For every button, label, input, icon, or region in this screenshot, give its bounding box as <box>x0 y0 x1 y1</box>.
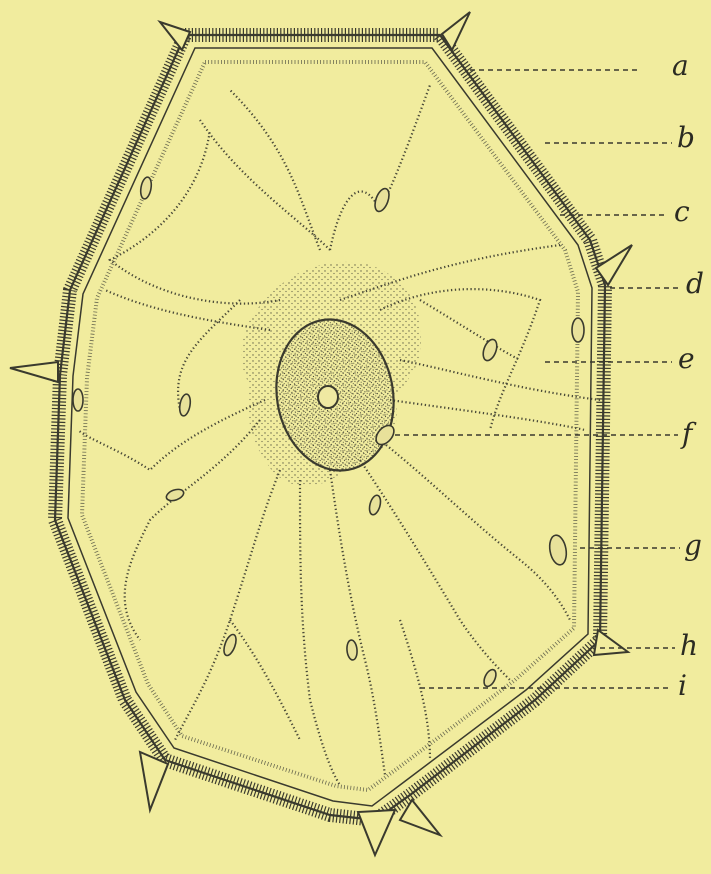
label-f: f <box>682 420 692 448</box>
label-i: i <box>678 672 687 700</box>
label-h: h <box>680 632 698 660</box>
label-b: b <box>677 124 695 152</box>
label-a: a <box>672 52 689 80</box>
label-d: d <box>686 270 704 298</box>
nucleolus <box>318 386 338 408</box>
label-g: g <box>684 532 702 560</box>
label-e: e <box>678 345 695 373</box>
label-c: c <box>674 198 690 226</box>
